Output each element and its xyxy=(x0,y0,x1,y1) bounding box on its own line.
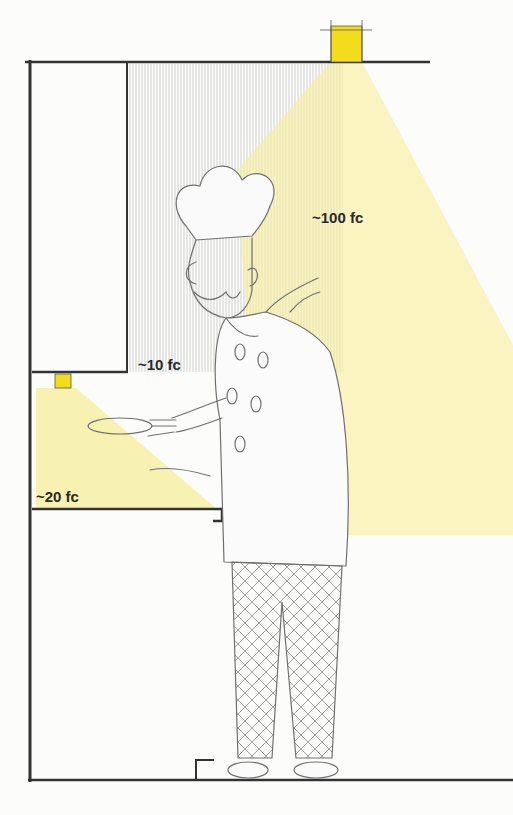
cabinet-front xyxy=(126,62,128,372)
cabinet-bottom xyxy=(32,371,128,374)
toe-kick xyxy=(196,760,214,780)
wall-line xyxy=(29,60,32,782)
undercabinet-light-cone xyxy=(36,388,218,510)
illuminance-label: ~100 fc xyxy=(312,209,363,227)
illuminance-label: ~20 fc xyxy=(36,488,79,506)
illuminance-label: ~10 fc xyxy=(138,356,181,374)
undercabinet-fixture xyxy=(55,374,71,388)
ceiling-fixture xyxy=(362,20,363,62)
countertop xyxy=(32,509,222,521)
ceiling-fixture xyxy=(331,20,332,62)
chef-sketch xyxy=(88,166,348,778)
floor-line xyxy=(28,779,513,782)
ceiling-fixture xyxy=(320,30,372,31)
ceiling-line xyxy=(25,61,430,64)
ceiling-fixture xyxy=(331,26,362,62)
